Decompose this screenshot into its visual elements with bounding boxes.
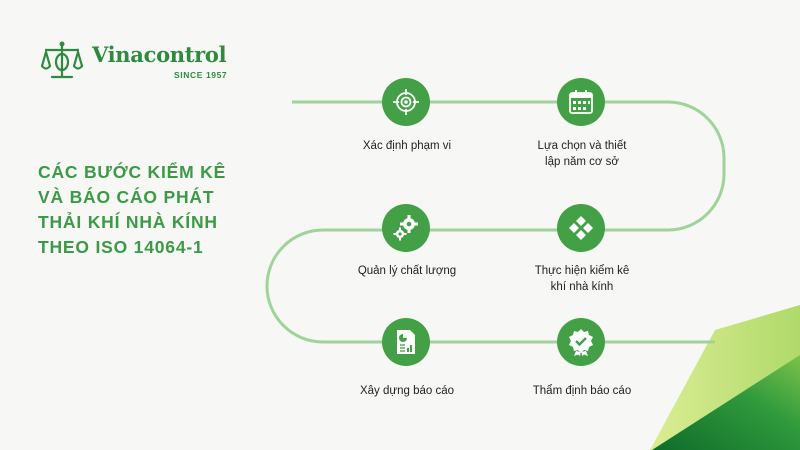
step-1-label: Xác định phạm vi	[327, 138, 487, 154]
brand-name: Vinacontrol	[92, 42, 227, 67]
title-line: THEO ISO 14064-1	[38, 237, 204, 257]
step-label-line: Xác định phạm vi	[362, 140, 452, 152]
step-label-line: lập năm cơ sở	[545, 156, 619, 168]
scales-logo-icon	[40, 41, 84, 79]
step-6-label: Thẩm định báo cáo	[502, 383, 662, 399]
award-check-icon	[569, 329, 593, 356]
step-5-label: Xây dựng báo cáo	[327, 383, 487, 399]
step-label-line: Lựa chọn và thiết	[537, 140, 627, 152]
vinacontrol-logo: Vinacontrol SINCE 1957	[40, 40, 240, 85]
step-label-line: Thực hiện kiểm kê	[534, 265, 630, 277]
step-2-label: Lựa chọn và thiết lập năm cơ sở	[502, 138, 662, 170]
corner-decoration	[650, 305, 800, 450]
calendar-icon	[569, 90, 593, 114]
title-line: CÁC BƯỚC KIỂM KÊ	[38, 162, 227, 182]
step-label-line: Quản lý chất lượng	[357, 265, 457, 277]
diamond-grid-icon	[569, 216, 593, 240]
step-label-line: Xây dựng báo cáo	[359, 385, 455, 397]
step-5-icon-badge	[382, 318, 430, 366]
gears-icon	[393, 215, 418, 241]
target-icon	[393, 89, 419, 115]
step-3-label: Quản lý chất lượng	[327, 263, 487, 279]
step-4-label: Thực hiện kiểm kê khí nhà kính	[502, 263, 662, 295]
brand-since: SINCE 1957	[174, 70, 228, 80]
title-line: THẢI KHÍ NHÀ KÍNH	[38, 212, 218, 232]
step-2-icon-badge	[557, 78, 605, 126]
report-icon	[397, 330, 415, 354]
step-3-icon-badge	[382, 204, 430, 252]
step-4-icon-badge	[557, 204, 605, 252]
title-line: VÀ BÁO CÁO PHÁT	[38, 187, 215, 207]
page-title: CÁC BƯỚC KIỂM KÊ VÀ BÁO CÁO PHÁT THẢI KH…	[38, 160, 238, 260]
step-label-line: Thẩm định báo cáo	[532, 385, 632, 397]
step-6-icon-badge	[557, 318, 605, 366]
step-1-icon-badge	[382, 78, 430, 126]
step-label-line: khí nhà kính	[550, 281, 614, 293]
process-path	[265, 100, 726, 344]
